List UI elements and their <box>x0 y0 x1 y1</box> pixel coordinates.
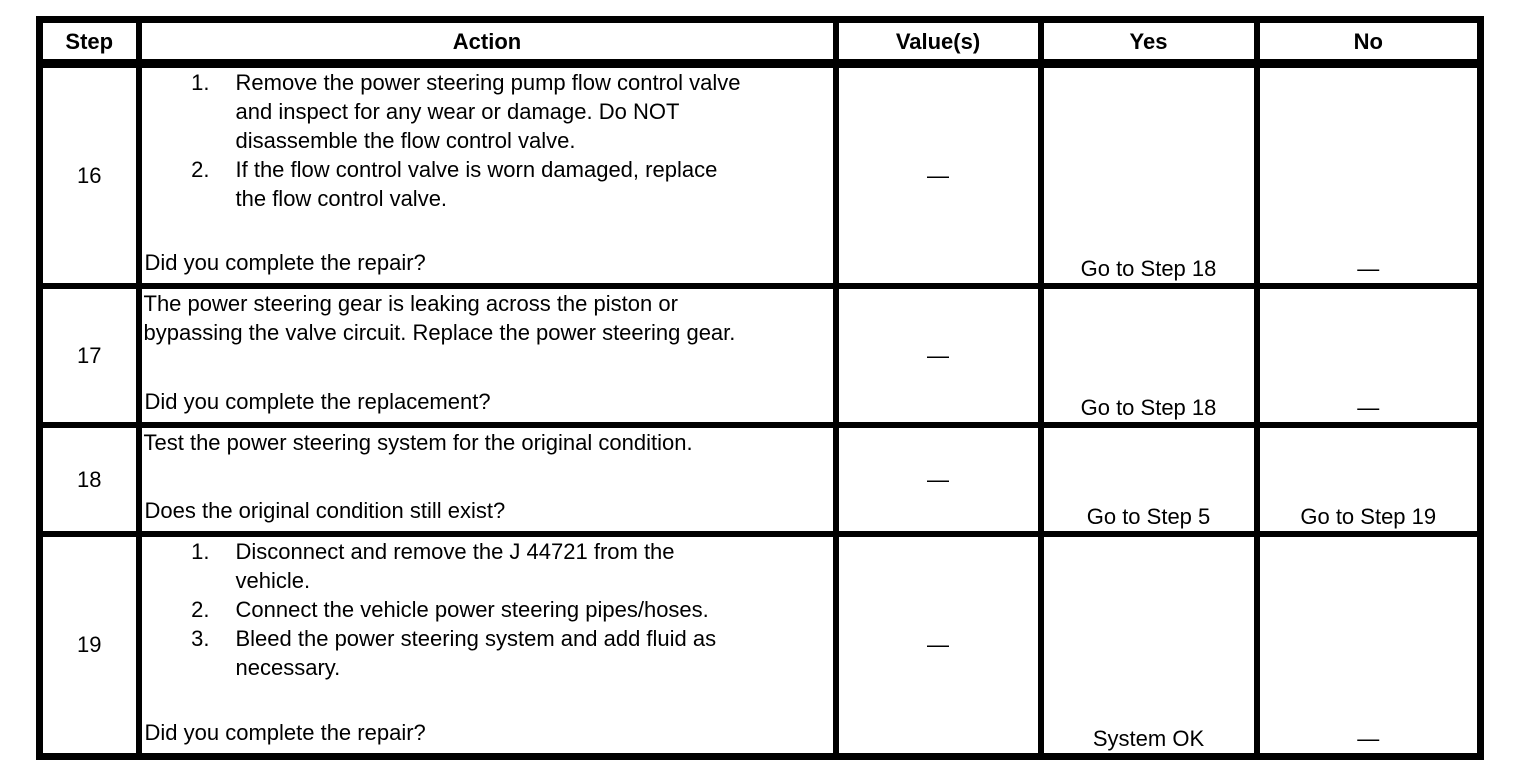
table-row-step-18: 18 Test the power steering system for th… <box>36 421 1484 537</box>
header-row: Step Action Value(s) Yes No <box>36 16 1484 68</box>
list-item-number: 2. <box>191 157 210 182</box>
list-item-text: Disconnect and remove the J 44721 from t… <box>235 538 675 593</box>
step-cell: 19 <box>36 530 142 760</box>
yes-cell: Go to Step 5 <box>1037 421 1260 537</box>
step-cell: 18 <box>36 421 142 537</box>
action-cell: Test the power steering system for the o… <box>135 421 839 537</box>
no-cell: — <box>1253 282 1484 428</box>
action-question: Did you complete the repair? <box>144 249 426 275</box>
list-item-text: Connect the vehicle power steering pipes… <box>235 596 709 622</box>
col-header-step: Step <box>36 16 142 68</box>
step-cell: 17 <box>36 282 142 428</box>
action-question: Does the original condition still exist? <box>144 497 506 523</box>
values-cell: — <box>832 282 1044 428</box>
list-item-number: 3. <box>191 625 210 651</box>
action-cell: 1. Disconnect and remove the J 44721 from… <box>135 530 839 760</box>
yes-cell: System OK <box>1037 530 1260 760</box>
action-list-item: 1. Disconnect and remove the J 44721 from… <box>145 538 830 595</box>
col-header-yes: Yes <box>1037 16 1260 68</box>
col-header-no: No <box>1253 16 1484 68</box>
action-list-item: 2. Connect the vehicle power steering pip… <box>145 595 830 624</box>
no-cell: — <box>1253 530 1484 760</box>
action-list-item: 2. If the flow control valve is worn dama… <box>145 155 830 213</box>
list-item-number: 1. <box>191 538 210 564</box>
values-cell: — <box>832 60 1044 289</box>
no-cell: — <box>1253 60 1484 289</box>
table-row-step-16: 16 1. Remove the power steering pump flow… <box>36 60 1484 289</box>
table-row-step-17: 17 The power steering gear is leaking ac… <box>36 282 1484 428</box>
values-cell: — <box>832 421 1044 537</box>
action-cell: The power steering gear is leaking acros… <box>135 282 839 428</box>
action-list-item: 3. Bleed the power steering system and ad… <box>145 624 830 682</box>
action-list-item: 1. Remove the power steering pump flow co… <box>145 70 830 156</box>
col-header-action: Action <box>135 16 839 68</box>
action-question: Did you complete the repair? <box>144 720 426 745</box>
table-row-step-19: 19 1. Disconnect and remove the J 44721 f… <box>36 530 1484 760</box>
action-question: Did you complete the replacement? <box>144 388 491 414</box>
action-cell: 1. Remove the power steering pump flow co… <box>135 60 839 289</box>
list-item-text: Remove the power steering pump flow cont… <box>235 70 741 153</box>
list-item-number: 2. <box>191 596 210 622</box>
step-cell: 16 <box>36 60 142 289</box>
yes-cell: Go to Step 18 <box>1037 60 1260 289</box>
action-text: The power steering gear is leaking acros… <box>143 290 736 345</box>
diagnostic-table: Step Action Value(s) Yes No 16 1. Remove … <box>36 16 1484 760</box>
no-cell: Go to Step 19 <box>1253 421 1484 537</box>
list-item-number: 1. <box>191 70 210 95</box>
yes-cell: Go to Step 18 <box>1037 282 1260 428</box>
values-cell: — <box>832 530 1044 760</box>
list-item-text: If the flow control valve is worn damage… <box>235 157 718 211</box>
action-text: Test the power steering system for the o… <box>143 429 693 455</box>
col-header-values: Value(s) <box>832 16 1044 68</box>
list-item-text: Bleed the power steering system and add … <box>235 625 717 680</box>
